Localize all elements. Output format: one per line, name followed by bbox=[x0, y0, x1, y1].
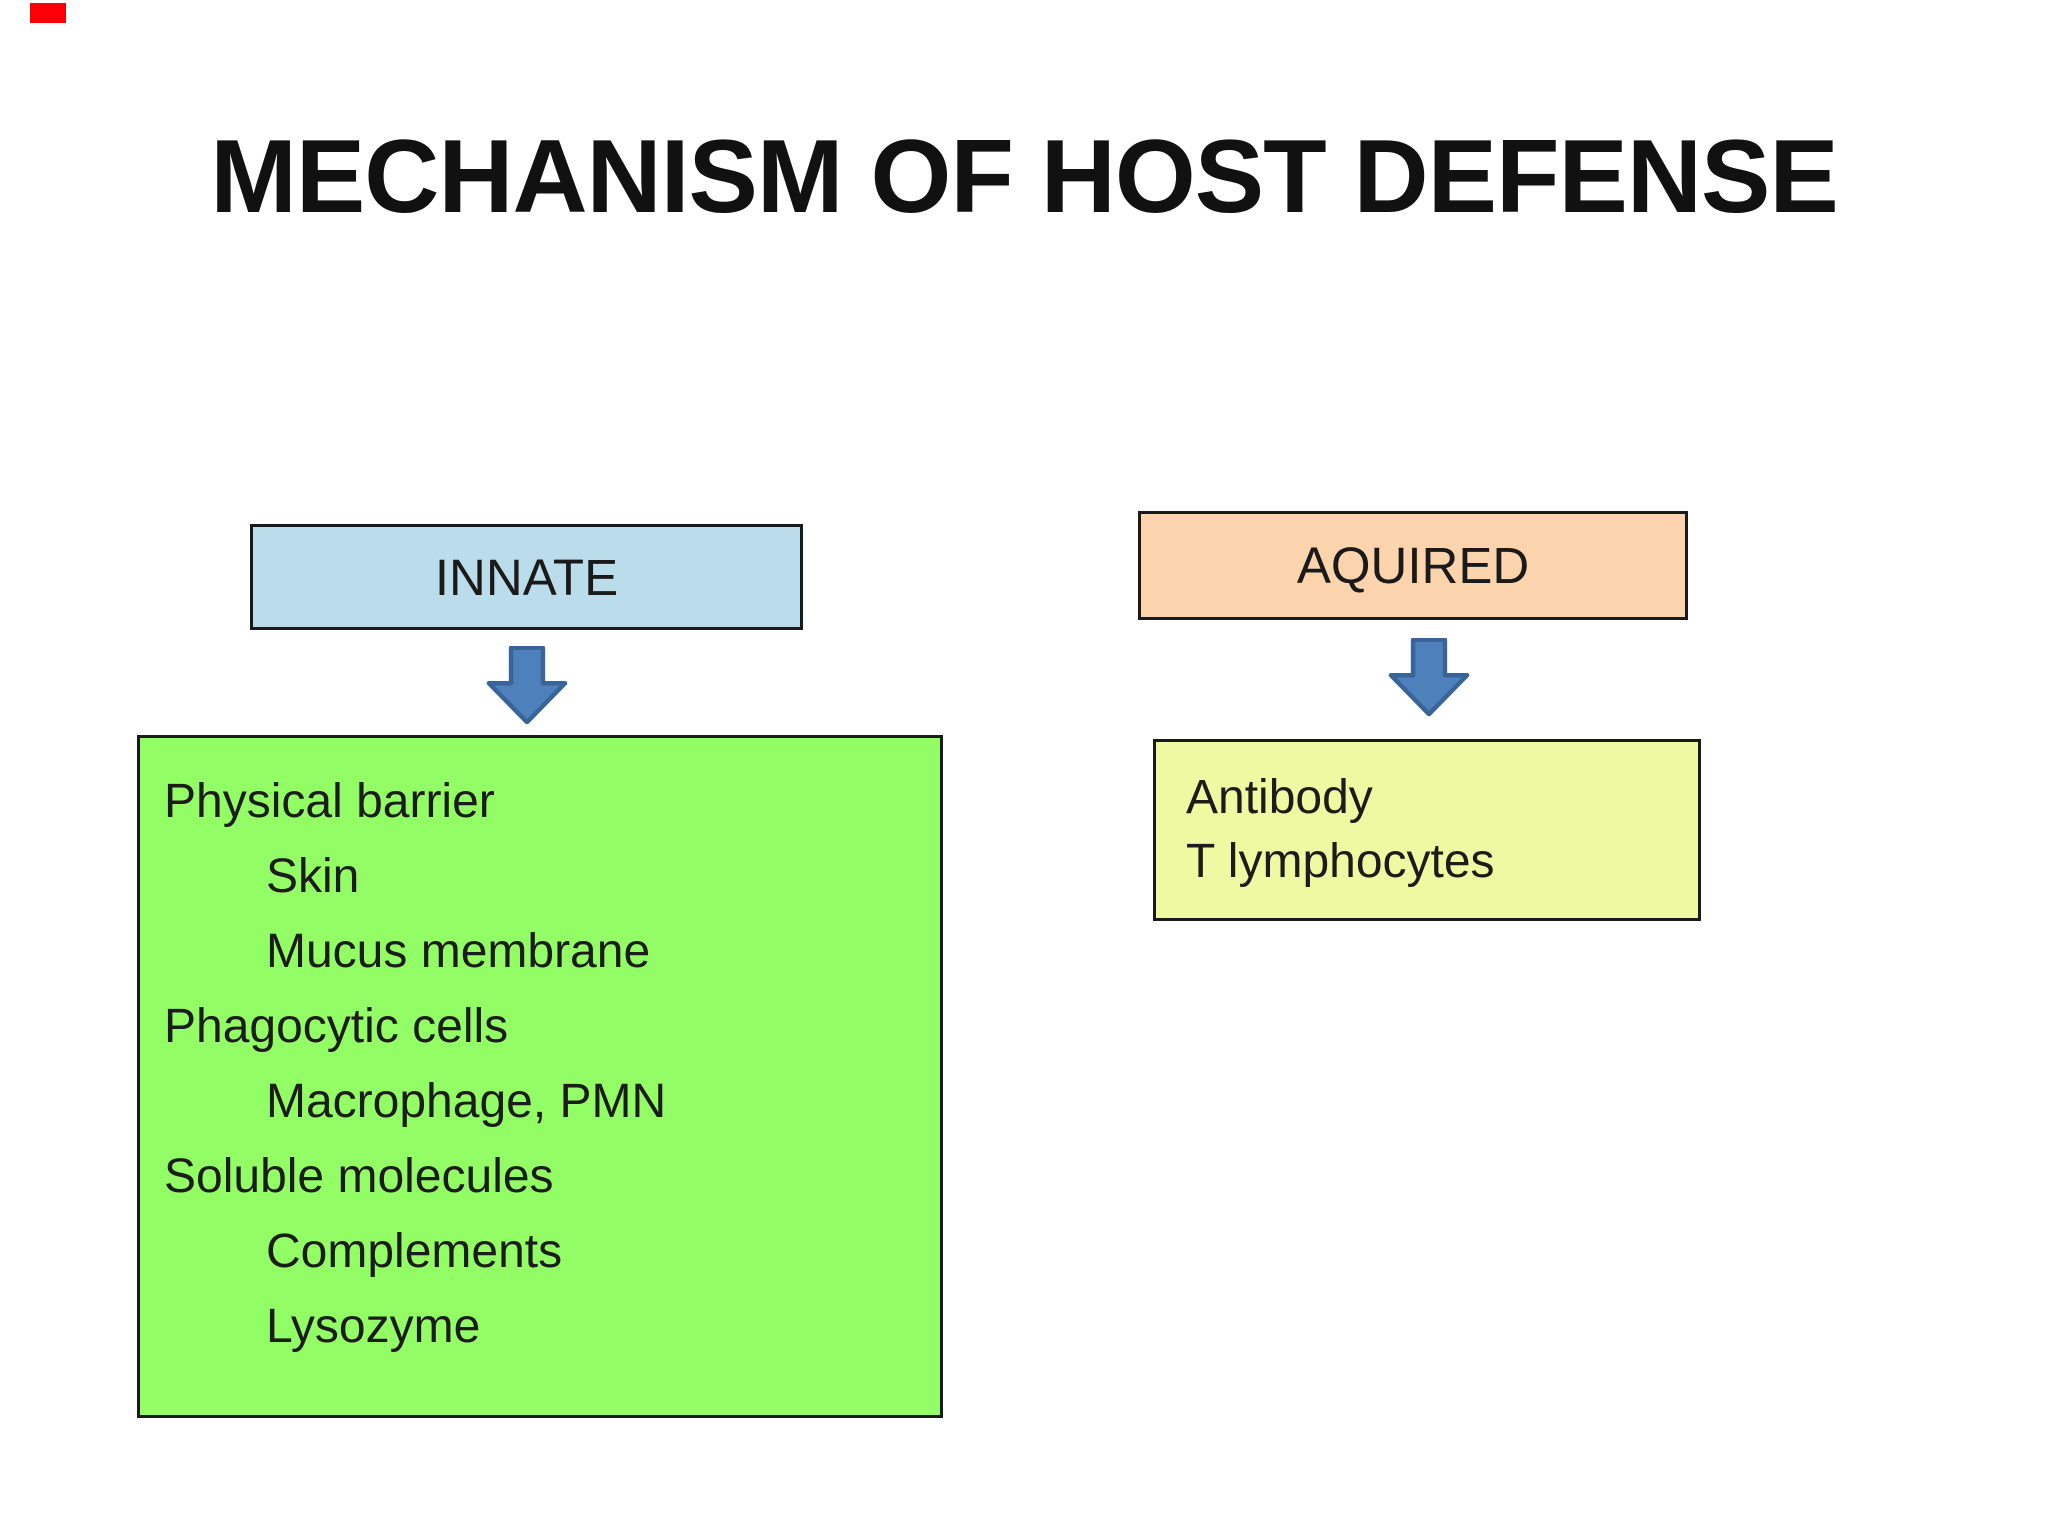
innate-item: Mucus membrane bbox=[266, 925, 651, 978]
acquired-item: Antibody bbox=[1186, 771, 1373, 824]
innate-item: Soluble molecules bbox=[164, 1150, 554, 1203]
innate-header-label: INNATE bbox=[434, 548, 619, 606]
acquired-header-box: AQUIRED bbox=[1138, 511, 1688, 620]
down-arrow-icon bbox=[1388, 638, 1470, 716]
red-marker bbox=[30, 3, 66, 23]
innate-body-box: Physical barrier Skin Mucus membrane Pha… bbox=[137, 735, 943, 1418]
innate-item: Macrophage, PMN bbox=[266, 1075, 667, 1128]
innate-item: Complements bbox=[266, 1225, 563, 1278]
down-arrow-shape bbox=[1388, 638, 1470, 716]
innate-item: Physical barrier bbox=[164, 775, 495, 828]
down-arrow-shape bbox=[486, 646, 568, 724]
down-arrow-icon bbox=[486, 646, 568, 724]
page-title: MECHANISM OF HOST DEFENSE bbox=[210, 119, 1839, 235]
innate-item: Phagocytic cells bbox=[164, 1000, 509, 1053]
acquired-header-label: AQUIRED bbox=[1296, 537, 1530, 594]
innate-item: Skin bbox=[266, 850, 360, 903]
innate-item: Lysozyme bbox=[266, 1300, 481, 1353]
acquired-body-box: Antibody T lymphocytes bbox=[1153, 739, 1701, 921]
innate-header-box: INNATE bbox=[250, 524, 803, 630]
acquired-item: T lymphocytes bbox=[1186, 835, 1495, 888]
